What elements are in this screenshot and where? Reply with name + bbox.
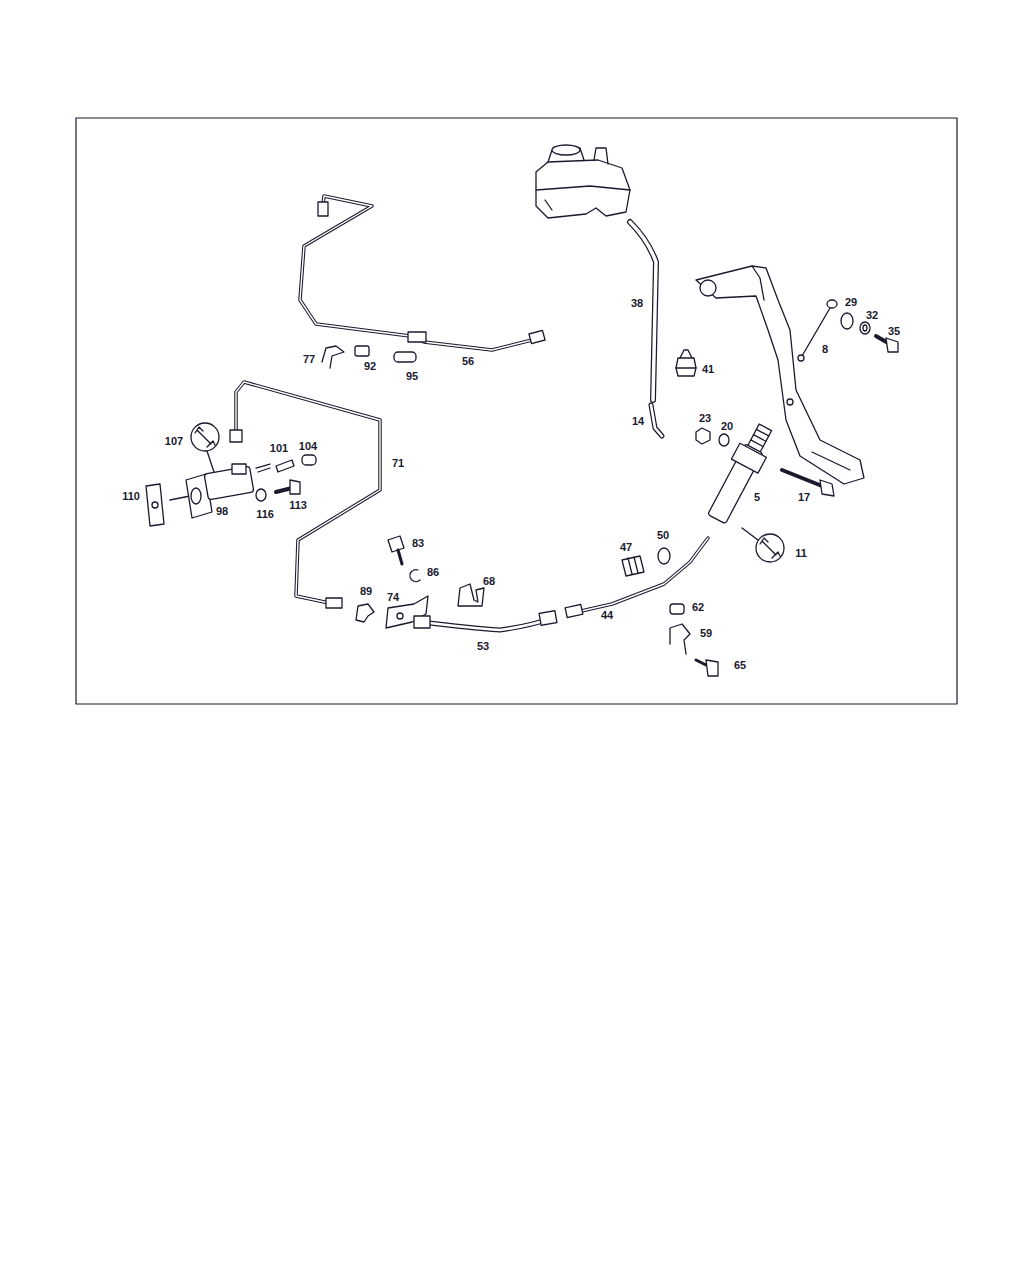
bush	[841, 313, 853, 329]
callout-number: 32	[865, 309, 879, 322]
sleeve	[670, 604, 684, 614]
callout-number: 107	[164, 435, 184, 448]
bolt	[276, 480, 300, 494]
wrench-symbol	[742, 528, 784, 562]
callout-number: 86	[426, 566, 440, 579]
clutch-line	[236, 382, 380, 604]
brake-line	[300, 196, 540, 350]
bolt	[876, 336, 898, 352]
bracket	[322, 346, 344, 368]
seal	[658, 548, 670, 564]
bracket	[458, 584, 484, 606]
cap	[302, 455, 316, 465]
callout-number: 113	[288, 499, 308, 512]
callout-number: 17	[797, 491, 811, 504]
nut	[696, 428, 710, 444]
callout-number: 104	[298, 440, 318, 453]
callout-number: 74	[386, 591, 400, 604]
clutch-line	[568, 538, 708, 614]
callout-number: 8	[821, 343, 829, 356]
callout-number: 35	[887, 325, 901, 338]
frame	[76, 118, 957, 704]
sleeve	[355, 346, 369, 356]
slave-cylinder	[146, 464, 254, 526]
clip	[410, 570, 420, 582]
boot	[622, 556, 644, 576]
callout-number: 92	[363, 360, 377, 373]
callout-number: 59	[699, 627, 713, 640]
washer	[860, 322, 870, 334]
screw	[696, 660, 718, 676]
clip	[670, 624, 690, 654]
grommet	[676, 350, 696, 376]
callout-number: 5	[753, 491, 761, 504]
callout-number: 23	[698, 412, 712, 425]
callout-number: 29	[844, 296, 858, 309]
callout-number: 38	[630, 297, 644, 310]
callout-number: 50	[656, 529, 670, 542]
callout-number: 14	[631, 415, 645, 428]
sleeve	[394, 352, 416, 362]
callout-number: 47	[619, 541, 633, 554]
elbow	[651, 405, 662, 436]
washer	[256, 489, 266, 501]
callout-number: 41	[701, 363, 715, 376]
callout-number: 11	[794, 547, 808, 560]
callout-number: 71	[391, 457, 405, 470]
callout-number: 62	[691, 601, 705, 614]
callout-number: 68	[482, 575, 496, 588]
bolt	[388, 536, 404, 564]
washer	[719, 434, 729, 446]
bleed-screw	[276, 460, 294, 472]
callout-number: 101	[269, 442, 289, 455]
callout-number: 44	[600, 609, 614, 622]
callout-number: 20	[720, 420, 734, 433]
callout-number: 95	[405, 370, 419, 383]
callout-number: 83	[411, 537, 425, 550]
callout-number: 98	[215, 505, 229, 518]
callout-number: 77	[302, 353, 316, 366]
callout-number: 53	[476, 640, 490, 653]
bracket	[356, 604, 374, 622]
push-rod	[798, 300, 837, 361]
clutch-pedal	[696, 266, 864, 484]
master-cylinder	[703, 420, 778, 526]
wrench-symbol	[191, 423, 219, 472]
callout-number: 116	[255, 508, 275, 521]
callout-number: 65	[733, 659, 747, 672]
callout-number: 89	[359, 585, 373, 598]
callout-number: 56	[461, 355, 475, 368]
hose	[422, 618, 552, 630]
hose	[630, 222, 656, 400]
callout-number: 110	[121, 490, 141, 503]
reservoir	[536, 145, 630, 218]
